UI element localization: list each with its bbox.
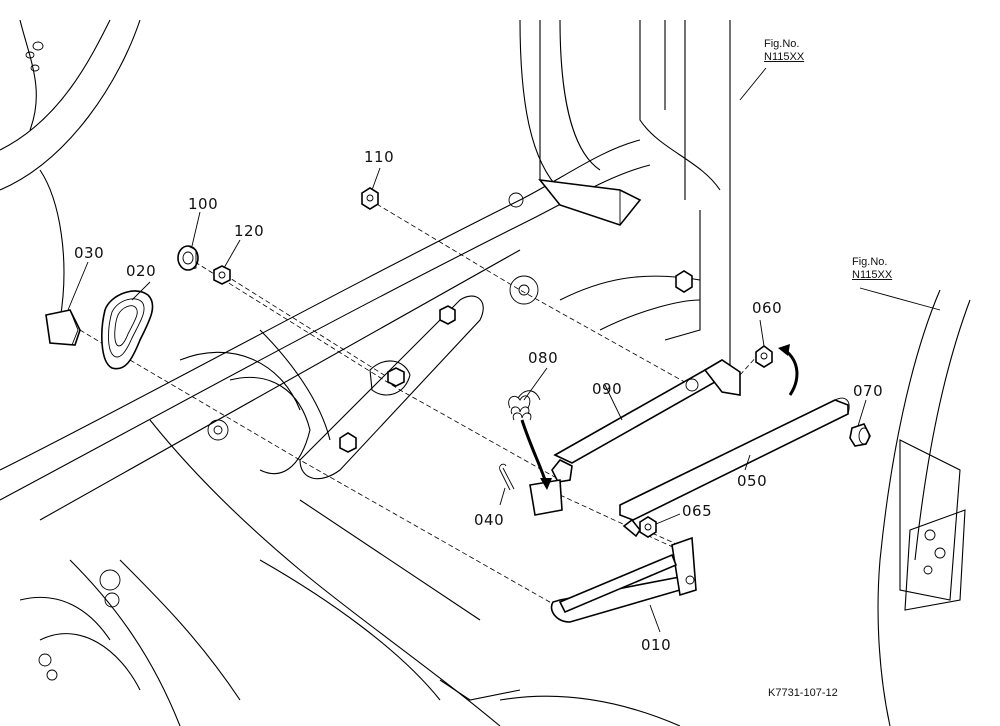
figure-ref-code: N115XX (764, 51, 805, 63)
part-label-120: 120 (234, 222, 265, 240)
part-label-110: 110 (364, 148, 395, 166)
part-label-100: 100 (188, 195, 219, 213)
part-label-050: 050 (737, 472, 768, 490)
leader-lines (67, 67, 941, 633)
part-010-bracket (529, 479, 697, 623)
frame-nuts (339, 270, 693, 453)
part-060-nut (755, 345, 773, 368)
part-label-065: 065 (682, 502, 713, 520)
part-label-070: 070 (853, 382, 884, 400)
part-050-rod (619, 397, 850, 538)
part-040-pin (499, 463, 515, 491)
frame-holes (25, 41, 946, 681)
part-label-090: 090 (592, 380, 623, 398)
part-020-grommet (101, 290, 154, 370)
figure-ref-prefix: Fig.No. (852, 256, 888, 268)
part-label-040: 040 (474, 511, 505, 529)
part-065-nut (639, 516, 657, 538)
part-030-cap (45, 309, 81, 346)
part-110-nut (361, 187, 379, 210)
part-100-bushing (177, 245, 199, 271)
part-090-rod (551, 359, 741, 483)
drawing-code: K7731-107-12 (768, 687, 838, 699)
part-120-nut (213, 265, 231, 285)
figure-ref-code: N115XX (852, 269, 893, 281)
figure-ref-right: Fig.No. N115XX (852, 256, 892, 282)
part-070-knob (849, 423, 871, 447)
part-label-010: 010 (641, 636, 672, 654)
mount-bracket (538, 178, 642, 226)
motion-arrows (520, 344, 799, 490)
part-label-080: 080 (528, 349, 559, 367)
part-080-spring (508, 390, 541, 421)
frame-background (0, 19, 971, 726)
part-label-060: 060 (752, 299, 783, 317)
part-label-030: 030 (74, 244, 105, 262)
part-label-020: 020 (126, 262, 157, 280)
figure-ref-top: Fig.No. N115XX (764, 38, 804, 64)
figure-ref-prefix: Fig.No. (764, 38, 800, 50)
